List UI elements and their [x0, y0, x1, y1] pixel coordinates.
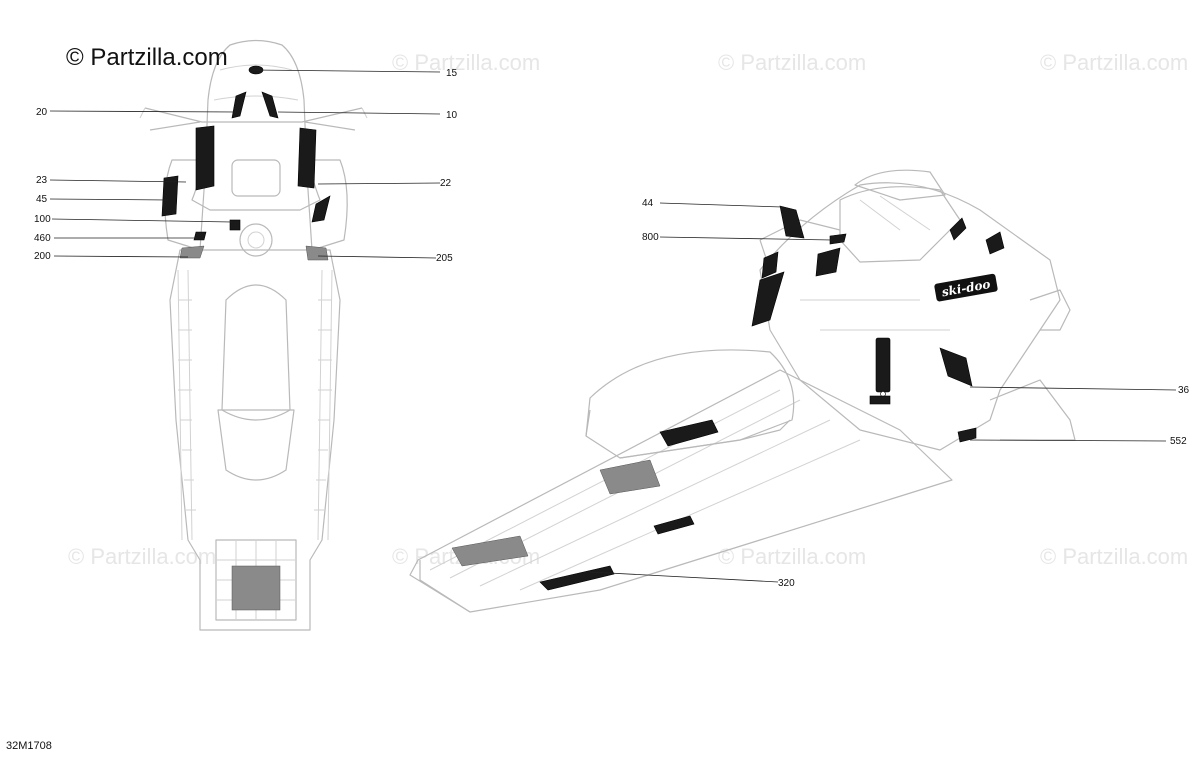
callout-22: 22: [440, 178, 452, 189]
callout-320: 320: [778, 578, 795, 589]
watermark: © Partzilla.com: [1040, 544, 1189, 569]
top-view-snowmobile: [139, 39, 368, 631]
callout-36: 36: [1178, 385, 1190, 396]
callout-15: 15: [446, 68, 458, 79]
callout-460: 460: [34, 233, 51, 244]
callout-10: 10: [446, 110, 458, 121]
callout-23: 23: [36, 175, 48, 186]
callout-45: 45: [36, 194, 48, 205]
callout-labels: 15 10 20 22 23 45 100 460 200 205 44 800…: [34, 68, 1190, 589]
watermark: © Partzilla.com: [718, 544, 867, 569]
watermark: © Partzilla.com: [68, 544, 217, 569]
callout-800: 800: [642, 232, 659, 243]
callout-200: 200: [34, 251, 51, 262]
callout-20: 20: [36, 107, 48, 118]
watermark: © Partzilla.com: [718, 50, 867, 75]
callout-100: 100: [34, 214, 51, 225]
diagram-code: 32M1708: [6, 740, 52, 752]
leader-lines: [49, 69, 1177, 583]
watermark: © Partzilla.com: [1040, 50, 1189, 75]
callout-205: 205: [436, 253, 453, 264]
brand-logo-text: © Partzilla.com: [66, 44, 228, 71]
callout-44: 44: [642, 198, 654, 209]
callout-552: 552: [1170, 436, 1187, 447]
watermark: © Partzilla.com: [392, 50, 541, 75]
ski-doo-logo: ski-doo: [934, 273, 998, 302]
side-view-snowmobile: ski-doo: [409, 169, 1076, 613]
